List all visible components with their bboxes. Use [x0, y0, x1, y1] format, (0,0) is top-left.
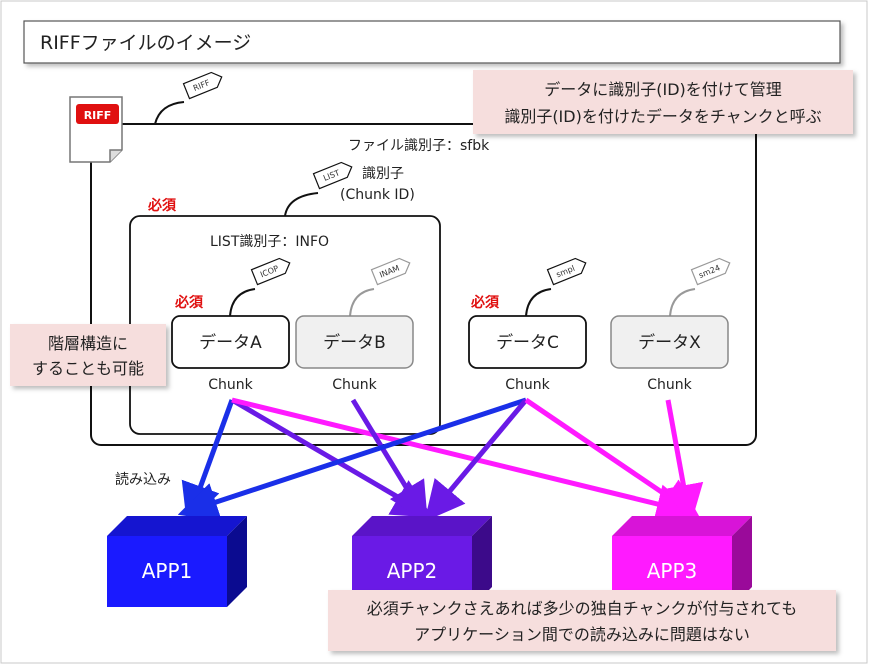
- riff-tag: RIFF: [154, 71, 223, 125]
- riff-file-icon: RIFF: [69, 96, 123, 163]
- top-callout: データに識別子(ID)を付けて管理 識別子(ID)を付けたデータをチャンクと呼ぶ: [473, 70, 853, 134]
- bottom-callout: 必須チャンクさえあれば多少の独自チャンクが付与されても アプリケーション間での読…: [328, 590, 836, 651]
- chunk-data-b: データB Chunk: [295, 315, 414, 393]
- chunk-c-label: データC: [496, 332, 559, 353]
- chunk-id-label-1: 識別子: [362, 166, 404, 182]
- arrow-c-app2: [424, 398, 528, 522]
- smpl-tag: smpl: [525, 257, 587, 317]
- file-id-label: ファイル識別子：sfbk: [348, 138, 490, 154]
- required-label-a: 必須: [174, 294, 204, 311]
- app3-label: APP3: [647, 559, 698, 583]
- chunk-id-label-2: (Chunk ID): [340, 187, 415, 203]
- top-callout-line1: データに識別子(ID)を付けて管理: [544, 80, 782, 99]
- top-callout-line2: 識別子(ID)を付けたデータをチャンクと呼ぶ: [504, 107, 821, 126]
- arrow-b-app2: [350, 398, 428, 523]
- icop-tag: ICOP: [229, 257, 291, 317]
- inam-tag: INAM: [349, 257, 411, 317]
- required-label-c: 必須: [470, 294, 500, 311]
- chunk-data-c: データC Chunk: [468, 315, 587, 393]
- app2-label: APP2: [387, 559, 438, 583]
- chunk-x-type: Chunk: [647, 377, 692, 393]
- chunk-data-a: データA Chunk: [171, 315, 290, 393]
- app1-label: APP1: [142, 559, 193, 583]
- bottom-callout-line1: 必須チャンクさえあれば多少の独自チャンクが付与されても: [367, 599, 797, 618]
- chunk-x-label: データX: [638, 332, 701, 353]
- list-id-label: LIST識別子：INFO: [210, 234, 329, 250]
- title-box: RIFFファイルのイメージ: [23, 20, 841, 64]
- chunk-b-type: Chunk: [332, 377, 377, 393]
- left-callout-line2: することも可能: [32, 359, 144, 378]
- arrow-a-app2: [230, 397, 433, 518]
- left-callout: 階層構造に することも可能: [10, 324, 166, 386]
- arrow-x-app3: [663, 399, 704, 525]
- chunk-b-label: データB: [323, 332, 386, 353]
- chunk-a-type: Chunk: [208, 377, 253, 393]
- chunk-c-type: Chunk: [505, 377, 550, 393]
- left-callout-line1: 階層構造に: [48, 334, 128, 353]
- bottom-callout-line2: アプリケーション間での読み込みに問題はない: [414, 625, 750, 644]
- arrow-c-app1: [177, 397, 527, 522]
- arrow-a-app3: [231, 397, 697, 524]
- riff-badge-label: RIFF: [84, 109, 112, 122]
- arrow-c-app3: [524, 397, 701, 519]
- read-label: 読み込み: [115, 471, 171, 488]
- app1-box: APP1: [107, 516, 247, 607]
- required-label-list: 必須: [147, 197, 177, 214]
- chunk-data-x: データX Chunk: [610, 315, 729, 393]
- chunk-a-label: データA: [199, 332, 262, 353]
- arrows: [177, 397, 704, 525]
- sm24-tag: sm24: [669, 257, 731, 317]
- list-tag: LIST: [284, 161, 353, 217]
- page-title: RIFFファイルのイメージ: [40, 32, 251, 54]
